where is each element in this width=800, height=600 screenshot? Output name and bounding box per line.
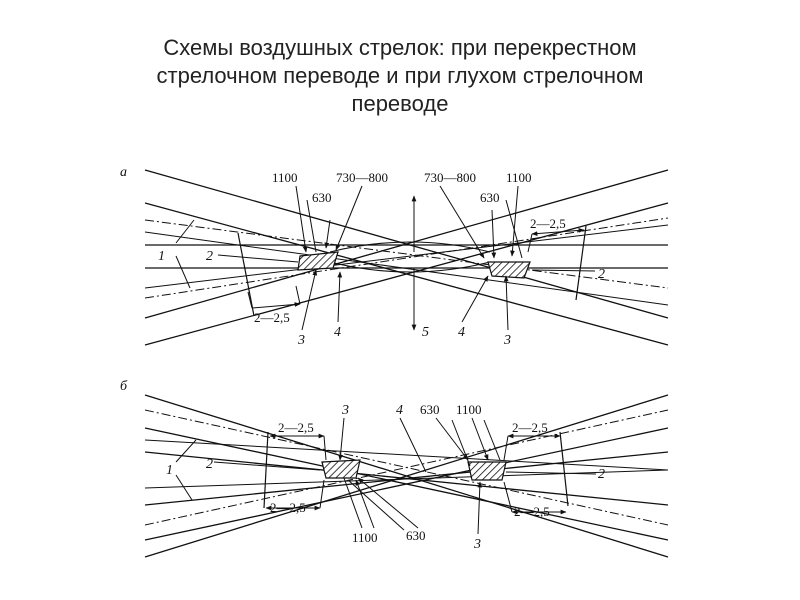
diagram-b-dim-1100-bottom: 1100 (352, 530, 378, 545)
diagram-a-dim-1100-left: 1100 (272, 170, 298, 185)
title-line-3: переводе (351, 91, 449, 116)
diagram-a-label-4-right: 4 (458, 325, 465, 340)
diagram-b-label-3-bottom: 3 (473, 537, 481, 552)
diagram-a-dim-2-25-right: 2—2,5 (530, 216, 566, 231)
diagram-b-label-3-top: 3 (341, 403, 349, 418)
diagram-a-label-1: 1 (158, 249, 165, 264)
diagram-a-dim-1100-right: 1100 (506, 170, 532, 185)
diagram-b-insulator-right (467, 461, 507, 481)
diagram-a-label-3-left: 3 (297, 333, 305, 348)
diagram-a-frame (237, 225, 587, 317)
diagram-b-frame (263, 431, 569, 509)
diagram-b-dim-630-top: 630 (420, 402, 440, 417)
diagram-a-label-2-right: 2 (598, 267, 605, 282)
title-line-1: Схемы воздушных стрелок: при перекрестно… (163, 35, 637, 60)
diagram-b-dim-630-bottom: 630 (406, 528, 426, 543)
diagram-a-dim-730-800-left: 730—800 (336, 170, 388, 185)
diagram-b-wires (144, 394, 669, 558)
diagram-a-dim-2-25-left: 2—2,5 (254, 310, 290, 325)
diagram-b-dim-2-25-bl: 2—2,5 (270, 500, 306, 515)
diagram-b-dim-2-25-tr: 2—2,5 (512, 420, 548, 435)
diagram-a-panel-label: а (120, 165, 127, 180)
diagram-b-insulator-left (321, 459, 361, 479)
diagram-b-label-2-right: 2 (598, 467, 605, 482)
diagram-a-insulator-right (487, 261, 531, 279)
diagram-a-label-2-left: 2 (206, 249, 213, 264)
diagram-b-dim-1100-top: 1100 (456, 402, 482, 417)
diagram-b-dim-2-25-br: 2—2,5 (514, 504, 550, 519)
diagram-b-dim-2-25-tl: 2—2,5 (278, 420, 314, 435)
diagram-a-dim-730-800-right: 730—800 (424, 170, 476, 185)
diagram-a-label-3-right: 3 (503, 333, 511, 348)
diagram-b (144, 394, 669, 558)
overhead-switch-diagrams: а 1100 730—800 730—800 1100 630 630 2—2,… (120, 165, 669, 558)
diagram-a-wires (144, 169, 669, 346)
diagram-b-label-1: 1 (166, 463, 173, 478)
diagram-b-label-4: 4 (396, 403, 403, 418)
title-line-2: стрелочном переводе и при глухом стрелоч… (156, 63, 644, 88)
diagram-b-label-2-left: 2 (206, 457, 213, 472)
diagram-a-label-5: 5 (422, 325, 429, 340)
diagram-a-dim-630-right: 630 (480, 190, 500, 205)
diagram-a-dimension-lines (175, 185, 596, 331)
diagram-a-insulator-left (297, 251, 339, 271)
diagram-a (144, 169, 669, 346)
diagram-b-dimension-lines (175, 417, 597, 535)
diagram-a-dim-630-left: 630 (312, 190, 332, 205)
overhead-switch-figure: а 1100 730—800 730—800 1100 630 630 2—2,… (110, 148, 710, 568)
diagram-b-panel-label: б (120, 379, 128, 394)
diagram-a-label-4-left: 4 (334, 325, 341, 340)
slide-title: Схемы воздушных стрелок: при перекрестно… (40, 34, 760, 118)
